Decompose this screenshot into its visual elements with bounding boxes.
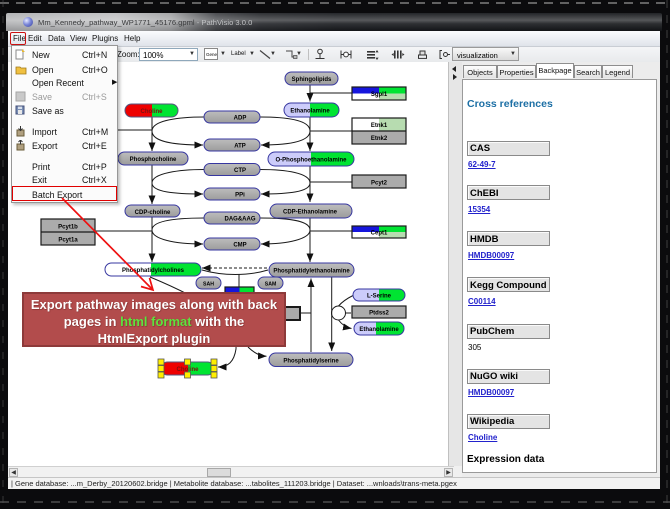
svg-text:Phosphatidylserine: Phosphatidylserine (283, 359, 339, 365)
svg-text:DAG&AAG: DAG&AAG (225, 217, 256, 223)
svg-text:Ptdss2: Ptdss2 (369, 311, 389, 317)
svg-text:Sphingolipids: Sphingolipids (292, 77, 332, 83)
svg-text:Choline: Choline (177, 367, 200, 373)
svg-text:PPi: PPi (235, 193, 245, 199)
svg-text:CDP-choline: CDP-choline (135, 210, 171, 216)
svg-text:SAM: SAM (265, 282, 277, 288)
svg-text:CDP-Ethanolamine: CDP-Ethanolamine (283, 210, 338, 216)
svg-text:Pcyt2: Pcyt2 (371, 181, 388, 187)
svg-text:L-Serine: L-Serine (367, 294, 392, 300)
svg-text:Ethanolamine: Ethanolamine (290, 109, 330, 115)
svg-text:Cept1: Cept1 (371, 231, 388, 237)
svg-text:Ethanolamine: Ethanolamine (359, 327, 399, 333)
svg-text:Phosphocholine: Phosphocholine (130, 157, 177, 163)
svg-text:ADP: ADP (234, 116, 247, 122)
svg-text:Phosphatidylcholines: Phosphatidylcholines (122, 268, 185, 274)
svg-text:Choline: Choline (141, 109, 164, 115)
svg-text:Etnk2: Etnk2 (371, 136, 388, 142)
svg-text:O-Phosphoethanolamine: O-Phosphoethanolamine (275, 158, 347, 164)
svg-text:Phosphatidylethanolamine: Phosphatidylethanolamine (273, 269, 350, 275)
svg-text:Sgpl1: Sgpl1 (371, 92, 388, 98)
svg-text:CMP: CMP (233, 243, 246, 249)
svg-text:ATP: ATP (234, 144, 246, 150)
svg-text:Etnk1: Etnk1 (371, 123, 388, 129)
svg-text:CTP: CTP (234, 168, 246, 174)
svg-text:SAH: SAH (203, 282, 214, 288)
svg-text:Pcyt1a: Pcyt1a (58, 238, 78, 244)
svg-text:Pcyt1b: Pcyt1b (58, 225, 78, 231)
